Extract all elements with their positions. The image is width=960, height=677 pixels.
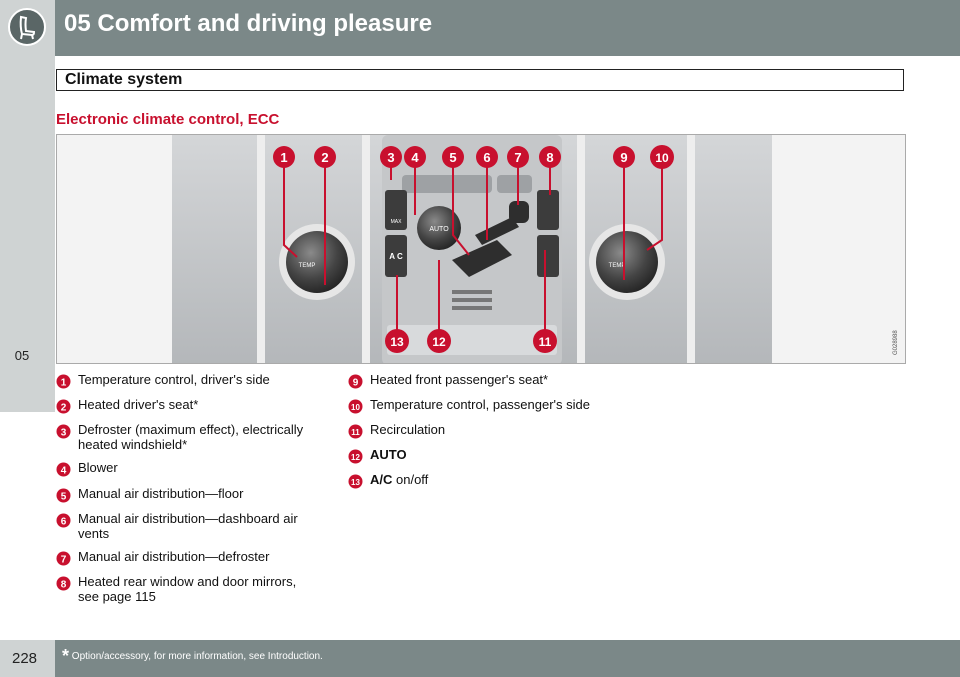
callout-4: 4 xyxy=(411,150,419,165)
temp-label-right: TEMP xyxy=(609,263,626,269)
callout-2: 2 xyxy=(321,150,328,165)
temp-label-left: TEMP xyxy=(299,263,316,269)
svg-text:2: 2 xyxy=(61,403,67,414)
legend-text: Blower xyxy=(78,460,118,475)
page-number: 228 xyxy=(12,650,38,667)
callout-1: 1 xyxy=(280,150,287,165)
auto-label: AUTO xyxy=(429,226,449,233)
legend-item-6: 6 Manual air distribution—dashboard air … xyxy=(56,511,306,549)
callout-13: 13 xyxy=(390,335,404,349)
callout-badge-icon: 6 xyxy=(56,513,72,528)
figure-callouts: 1 2 3 4 5 6 7 8 9 10 11 12 13 xyxy=(273,145,674,353)
legend-text: Defroster (maximum effect), electrically… xyxy=(78,422,304,452)
callout-badge-icon: 8 xyxy=(56,576,72,591)
blower-knob xyxy=(417,206,461,250)
temperature-knob-right xyxy=(596,231,658,293)
callout-9: 9 xyxy=(620,150,627,165)
legend-text: Temperature control, passenger's side xyxy=(370,397,590,412)
legend-item-1: 1 Temperature control, driver's side xyxy=(56,372,306,397)
callout-badge-icon: 5 xyxy=(56,488,72,503)
callout-badge-icon: 4 xyxy=(56,462,72,477)
svg-text:4: 4 xyxy=(61,466,67,477)
air-distribution-defroster-button xyxy=(509,201,529,223)
legend-column-right: 9 Heated front passenger's seat* 10 Temp… xyxy=(348,372,648,497)
legend-item-10: 10 Temperature control, passenger's side xyxy=(348,397,648,422)
legend-item-9: 9 Heated front passenger's seat* xyxy=(348,372,648,397)
legend-item-12: 12 AUTO xyxy=(348,447,648,472)
legend-item-7: 7 Manual air distribution—defroster xyxy=(56,549,306,574)
footnote: * Option/accessory, for more information… xyxy=(62,646,323,667)
legend-column-left: 1 Temperature control, driver's side 2 H… xyxy=(56,372,306,612)
svg-text:9: 9 xyxy=(353,378,359,389)
legend-text: on/off xyxy=(392,472,429,487)
svg-text:11: 11 xyxy=(351,428,360,437)
svg-text:12: 12 xyxy=(351,453,360,462)
legend-text-bold: AUTO xyxy=(370,447,407,462)
legend-text: Heated rear window and door mirrors, see… xyxy=(78,574,297,604)
callout-badge-icon: 3 xyxy=(56,424,72,439)
air-distribution-floor-button xyxy=(452,240,512,277)
callout-badge-icon: 12 xyxy=(348,449,364,464)
chapter-title: 05 Comfort and driving pleasure xyxy=(64,10,433,37)
temperature-knob-left xyxy=(286,231,348,293)
callout-7: 7 xyxy=(514,150,521,165)
callout-badge-icon: 10 xyxy=(348,399,364,414)
legend-item-3: 3 Defroster (maximum effect), electrical… xyxy=(56,422,306,460)
callout-3: 3 xyxy=(387,150,394,165)
callout-badge-icon: 2 xyxy=(56,399,72,414)
ac-label: A C xyxy=(389,252,403,261)
callout-badge-icon: 13 xyxy=(348,474,364,489)
legend-item-5: 5 Manual air distribution—floor xyxy=(56,486,306,511)
callout-11: 11 xyxy=(539,335,552,349)
legend-text: Manual air distribution—dashboard air ve… xyxy=(78,511,298,541)
chapter-tab xyxy=(0,56,55,412)
legend-item-13: 13 A/C on/off xyxy=(348,472,648,497)
legend-text: Temperature control, driver's side xyxy=(78,372,270,387)
legend-text: Heated driver's seat* xyxy=(78,397,199,412)
subheading: Electronic climate control, ECC xyxy=(56,111,280,128)
svg-text:5: 5 xyxy=(61,492,67,503)
footnote-text: Option/accessory, for more information, … xyxy=(71,651,323,663)
legend-text: Manual air distribution—floor xyxy=(78,486,244,501)
section-title: Climate system xyxy=(65,71,183,88)
callout-badge-icon: 11 xyxy=(348,424,364,439)
svg-text:13: 13 xyxy=(351,478,360,487)
legend-text: Heated front passenger's seat* xyxy=(370,372,549,387)
legend-text: Manual air distribution—defroster xyxy=(78,549,270,564)
svg-text:6: 6 xyxy=(61,517,67,528)
callout-8: 8 xyxy=(546,150,553,165)
callout-5: 5 xyxy=(449,150,456,165)
seat-icon xyxy=(8,8,46,46)
callout-12: 12 xyxy=(432,335,446,349)
section-title-box: Climate system xyxy=(56,69,904,91)
callout-10: 10 xyxy=(655,151,669,165)
callout-badge-icon: 9 xyxy=(348,374,364,389)
footer-tab: 228 xyxy=(0,640,55,677)
max-label: MAX xyxy=(391,219,403,225)
figure-code: G028988 xyxy=(893,330,899,355)
svg-text:10: 10 xyxy=(351,403,360,412)
legend-item-4: 4 Blower xyxy=(56,460,306,486)
footnote-star: * xyxy=(62,646,70,666)
legend-item-11: 11 Recirculation xyxy=(348,422,648,447)
legend-item-8: 8 Heated rear window and door mirrors, s… xyxy=(56,574,306,612)
page-footer: 228 * Option/accessory, for more informa… xyxy=(0,640,960,677)
legend-text: Recirculation xyxy=(370,422,446,437)
svg-text:3: 3 xyxy=(61,428,67,439)
legend-item-2: 2 Heated driver's seat* xyxy=(56,397,306,422)
callout-badge-icon: 1 xyxy=(56,374,72,389)
page-header: 05 Comfort and driving pleasure xyxy=(0,0,960,56)
legend-text-bold: A/C xyxy=(370,472,393,487)
callout-6: 6 xyxy=(483,150,490,165)
callout-badge-icon: 7 xyxy=(56,551,72,566)
svg-text:8: 8 xyxy=(61,580,67,591)
chapter-icon-box xyxy=(0,0,55,56)
climate-panel-figure: MAX A C AUTO TEMP TEMP xyxy=(56,134,906,364)
svg-text:1: 1 xyxy=(61,378,67,389)
chapter-number: 05 xyxy=(14,348,30,363)
svg-text:7: 7 xyxy=(61,555,67,566)
